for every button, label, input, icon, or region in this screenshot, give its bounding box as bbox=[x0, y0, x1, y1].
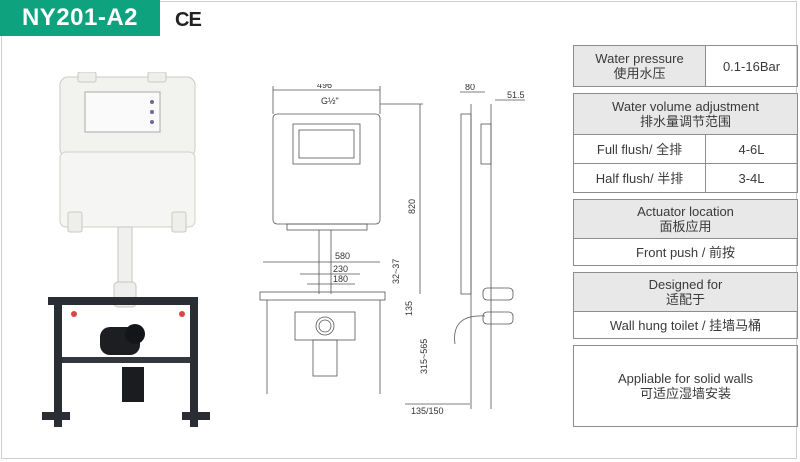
water-pressure-label: Water pressure 使用水压 bbox=[574, 46, 706, 86]
half-flush-label: Half flush/ 半排 bbox=[574, 164, 706, 192]
dim-g-thread: G½" bbox=[321, 96, 339, 106]
dim-230: 230 bbox=[333, 264, 348, 274]
designed-title-en: Designed for bbox=[648, 277, 723, 292]
walls-note: Appliable for solid walls 可适应湿墙安装 bbox=[574, 346, 797, 426]
ce-mark: CE bbox=[175, 9, 202, 31]
dim-80: 80 bbox=[465, 84, 475, 92]
dim-180: 180 bbox=[333, 274, 348, 284]
designed-block: Designed for 适配于 Wall hung toilet / 挂墙马桶 bbox=[573, 272, 798, 339]
actuator-title: Actuator location 面板应用 bbox=[574, 200, 797, 238]
water-pressure-value: 0.1-16Bar bbox=[722, 58, 781, 74]
dim-51-5: 51.5 bbox=[507, 90, 525, 100]
dim-496: 496 bbox=[317, 84, 332, 90]
dim-315-565: 315~565 bbox=[419, 339, 429, 374]
water-volume-title: Water volume adjustment 排水量调节范围 bbox=[574, 94, 797, 134]
product-photo bbox=[42, 72, 210, 427]
dim-580: 580 bbox=[335, 251, 350, 261]
water-pressure-label-cn: 使用水压 bbox=[613, 66, 666, 81]
actuator-block: Actuator location 面板应用 Front push / 前按 bbox=[573, 199, 798, 266]
actuator-title-en: Actuator location bbox=[637, 204, 734, 219]
technical-drawing: 496 G½" 820 580 230 180 32~37 135 315~56… bbox=[259, 84, 525, 416]
walls-block: Appliable for solid walls 可适应湿墙安装 bbox=[573, 345, 798, 427]
designed-title-cn: 适配于 bbox=[665, 292, 705, 307]
water-volume-title-cn: 排水量调节范围 bbox=[639, 114, 731, 129]
model-tag: NY201-A2 bbox=[0, 0, 160, 36]
walls-note-cn: 可适应湿墙安装 bbox=[639, 386, 731, 401]
designed-value: Wall hung toilet / 挂墙马桶 bbox=[609, 317, 762, 333]
water-volume-block: Water volume adjustment 排水量调节范围 Full flu… bbox=[573, 93, 798, 193]
dim-32-37: 32~37 bbox=[391, 259, 401, 284]
full-flush-label: Full flush/ 全排 bbox=[574, 135, 706, 163]
water-pressure-label-en: Water pressure bbox=[595, 51, 684, 66]
water-volume-title-en: Water volume adjustment bbox=[612, 99, 759, 114]
dim-135-150: 135/150 bbox=[411, 406, 444, 416]
designed-title: Designed for 适配于 bbox=[574, 273, 797, 311]
dim-820: 820 bbox=[407, 199, 417, 214]
half-flush-value: 3-4L bbox=[738, 170, 765, 186]
spec-table: Water pressure 使用水压 0.1-16Bar Water volu… bbox=[573, 45, 798, 427]
actuator-title-cn: 面板应用 bbox=[659, 219, 712, 234]
full-flush-value: 4-6L bbox=[738, 141, 765, 157]
dim-135: 135 bbox=[404, 301, 414, 316]
water-pressure-block: Water pressure 使用水压 0.1-16Bar bbox=[573, 45, 798, 87]
actuator-value: Front push / 前按 bbox=[636, 244, 735, 260]
walls-note-en: Appliable for solid walls bbox=[617, 371, 754, 386]
